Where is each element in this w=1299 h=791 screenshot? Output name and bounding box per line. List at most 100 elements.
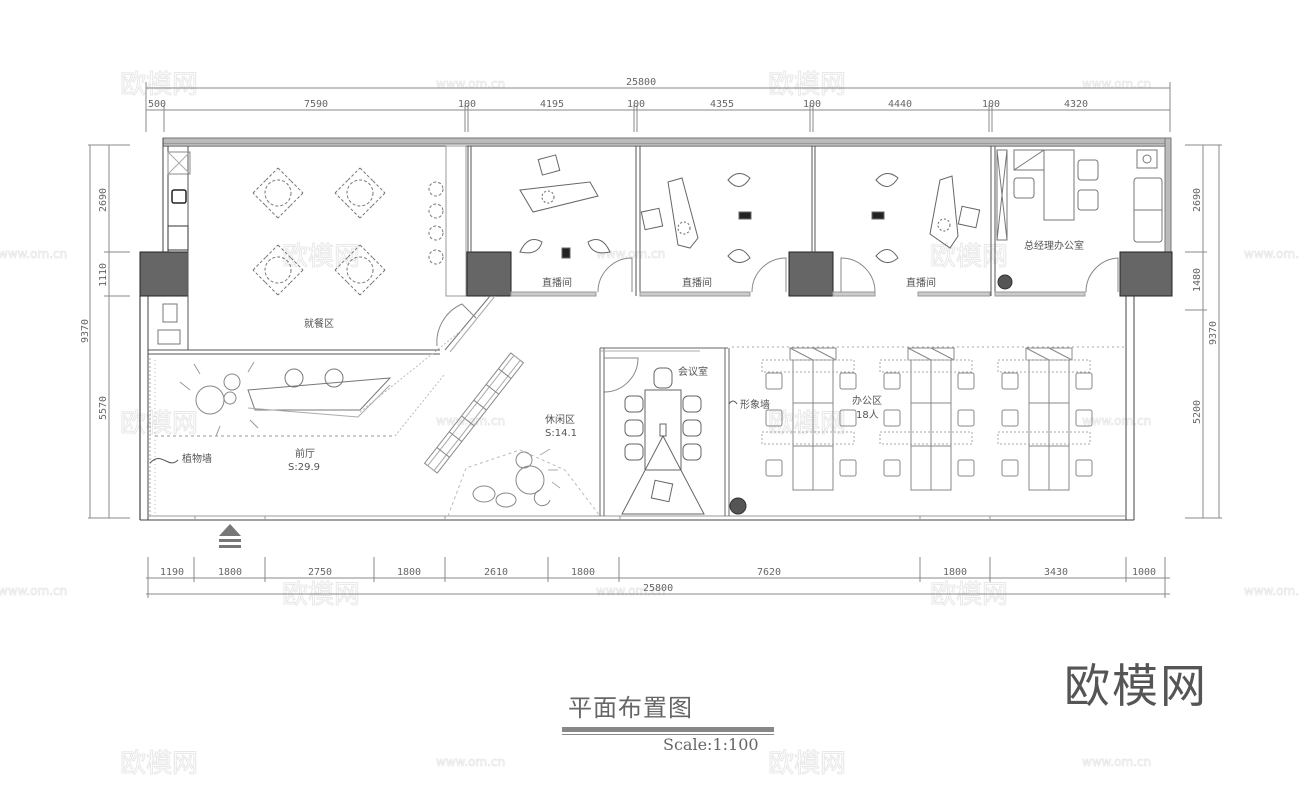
dim-bottom: 2610 — [484, 567, 508, 578]
dim-top: 100 — [803, 99, 821, 110]
appliances — [157, 303, 181, 345]
top-dimension-lines — [145, 82, 1171, 132]
studio-light-icon — [519, 239, 543, 254]
dim-top: 100 — [458, 99, 476, 110]
doors — [436, 257, 1119, 393]
watermark-url: www.om.cn — [1082, 77, 1151, 91]
bar-stool — [428, 181, 444, 197]
label-lounge-area: S:14.1 — [545, 428, 577, 439]
chair-icon — [624, 419, 644, 437]
dim-top: 100 — [627, 99, 645, 110]
dim-top-total: 25800 — [626, 77, 656, 88]
display-shelf — [423, 352, 525, 474]
label-gm-office: 总经理办公室 — [1024, 239, 1084, 252]
label-lobby: 前厅 — [295, 447, 315, 460]
label-live-room-3: 直播间 — [906, 276, 936, 289]
printer-icon — [162, 303, 178, 323]
dim-bottom: 1000 — [1132, 567, 1156, 578]
column — [466, 251, 512, 297]
drawing-title: 平面布置图 — [568, 694, 693, 722]
dim-top: 4355 — [710, 99, 734, 110]
chair-icon — [1013, 177, 1035, 199]
dim-right: 1480 — [1192, 268, 1203, 292]
chair-icon — [957, 205, 981, 229]
chair-icon — [537, 154, 561, 176]
interior-partitions — [148, 145, 1086, 355]
dim-bottom: 2750 — [308, 567, 332, 578]
exterior-walls — [139, 137, 1172, 521]
dim-right-total: 9370 — [1208, 321, 1219, 345]
title-underline — [562, 727, 774, 732]
dining-tables — [252, 167, 444, 296]
lobby-furniture — [149, 329, 463, 516]
label-office-capacity: 18人 — [856, 409, 879, 421]
drawing-scale: Scale:1:100 — [663, 735, 759, 754]
plant-icon — [729, 497, 747, 515]
dim-right: 5200 — [1192, 400, 1203, 424]
copier-icon — [157, 329, 181, 345]
dim-left: 1110 — [98, 263, 109, 287]
kitchen-counter — [167, 151, 191, 251]
live-room-1-furniture — [519, 154, 611, 259]
watermark-url: www.om.cn — [596, 584, 665, 598]
studio-light-icon — [587, 239, 611, 254]
watermark-logo: 欧模网 — [120, 409, 198, 439]
watermark-logo: 欧模网 — [120, 749, 198, 779]
label-meeting-room: 会议室 — [678, 365, 708, 378]
chair-icon — [682, 443, 702, 461]
dim-bottom: 1800 — [571, 567, 595, 578]
dining-table — [252, 167, 304, 219]
watermark-url: www.om.cn — [436, 414, 505, 428]
watermark-logo: 欧模网 — [930, 580, 1008, 610]
watermark-logo: 欧模网 — [768, 749, 846, 779]
title-underline-thin — [562, 734, 774, 735]
door-gm-office — [1085, 257, 1119, 293]
chair-icon — [472, 485, 496, 503]
leader-line — [149, 457, 179, 464]
chair-icon — [653, 367, 673, 389]
dining-table — [252, 244, 304, 296]
studio-light-icon — [727, 173, 751, 187]
meeting-table — [644, 389, 682, 471]
dim-bottom: 1800 — [397, 567, 421, 578]
structural-columns — [139, 251, 1173, 297]
projection-cone — [621, 434, 705, 515]
dining-table — [334, 244, 386, 296]
watermark-url: www.om.cn — [0, 247, 67, 261]
column — [788, 251, 834, 297]
chair-icon — [650, 479, 674, 503]
lounge-furniture — [423, 352, 601, 517]
dim-bottom: 1800 — [943, 567, 967, 578]
label-live-room-1: 直播间 — [542, 276, 572, 289]
chair-icon — [640, 207, 664, 231]
bar-stool — [428, 203, 444, 219]
watermark-logo: 欧模网 — [768, 70, 846, 100]
bottom-dimension-lines — [146, 557, 1170, 598]
watermark-url: www.om.cn — [1244, 584, 1299, 598]
left-dimension-labels: 2690 1110 5570 9370 — [80, 188, 109, 420]
sink-icon — [171, 189, 187, 204]
right-dimension-labels: 2690 1480 5200 9370 — [1192, 188, 1219, 424]
door-live3 — [840, 257, 876, 293]
chair-icon — [1077, 189, 1099, 211]
camera-icon — [561, 247, 571, 259]
executive-desk — [1043, 149, 1075, 221]
live-desk — [667, 177, 699, 249]
watermark-url: www.om.cn — [0, 584, 67, 598]
dim-left: 2690 — [98, 188, 109, 212]
door-meeting — [603, 357, 639, 393]
door-live1 — [597, 257, 633, 293]
top-dimension-labels: 25800 500 7590 100 4195 100 4355 100 444… — [148, 77, 1088, 110]
gm-office-furniture — [996, 149, 1163, 290]
studio-light-icon — [727, 249, 751, 263]
chair-icon — [624, 443, 644, 461]
label-live-room-2: 直播间 — [682, 276, 712, 289]
column — [139, 251, 189, 297]
label-lobby-area: S:29.9 — [288, 462, 320, 473]
door-dining — [436, 303, 477, 347]
watermark-logo: 欧模网 — [120, 70, 198, 100]
workstation-cluster — [997, 347, 1093, 491]
right-dimension-lines — [1185, 144, 1222, 519]
dim-top: 7590 — [304, 99, 328, 110]
watermark-url: www.om.cn — [1244, 247, 1299, 261]
